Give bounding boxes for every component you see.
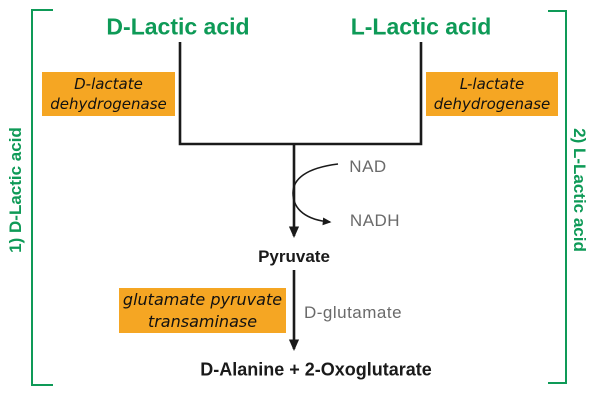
enzyme-line: glutamate pyruvate [122, 289, 283, 309]
enzyme-line: dehydrogenase [50, 95, 167, 113]
l-lactic-acid-title: L-Lactic acid [350, 13, 492, 40]
side-label-left: 1) D-Lactic acid [6, 127, 25, 253]
side-label-right: 2) L-Lactic acid [570, 128, 589, 252]
enzyme-line: L-lactate [459, 74, 525, 93]
pyruvate-label: Pyruvate [258, 247, 330, 266]
l-lactate-dehydrogenase-box: L-lactate dehydrogenase [426, 72, 558, 116]
d-lactic-acid-title: D-Lactic acid [106, 13, 250, 40]
glutamate-pyruvate-transaminase-box: glutamate pyruvate transaminase [119, 288, 286, 333]
d-glutamate-label: D-glutamate [303, 303, 403, 322]
d-lactate-dehydrogenase-box: D-lactate dehydrogenase [42, 72, 175, 116]
products-label: D-Alanine + 2-Oxoglutarate [200, 359, 432, 380]
enzyme-line: dehydrogenase [433, 95, 551, 113]
left-bracket [31, 9, 53, 386]
enzyme-line: transaminase [147, 311, 258, 331]
nad-nadh-curve [292, 163, 339, 226]
nad-label: NAD [349, 157, 387, 176]
converge-lines [178, 42, 423, 146]
enzyme-line: D-lactate [74, 74, 143, 93]
right-bracket [548, 10, 567, 384]
nadh-label: NADH [349, 211, 401, 230]
